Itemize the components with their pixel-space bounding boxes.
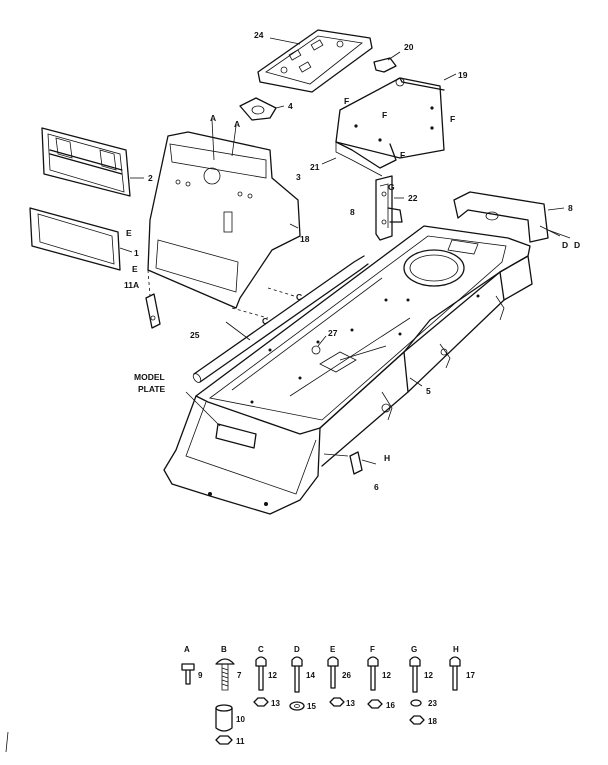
callout-25: 25 [190,330,200,340]
hw-part-b: 7 [237,671,242,680]
callout-f2: F [382,110,387,120]
callout-f3: F [450,114,455,124]
part-8-right-bracket [453,191,571,243]
callout-f4: F [400,150,405,160]
callout-c2: C [262,316,268,326]
callout-labels: 24 20 19 4 F F F F 21 G 22 8 8 D D A A 2… [124,30,580,492]
callout-e1: E [126,228,132,238]
callout-a1: A [210,113,216,123]
hw-15: 15 [307,702,316,711]
hw-letter-h: H [453,645,459,654]
callout-a2: A [234,119,240,129]
hw-23: 23 [428,699,437,708]
callout-3: 3 [296,172,301,182]
hw-part-g: 12 [424,671,433,680]
callout-8-right: 8 [568,203,573,213]
hw-18: 18 [428,717,437,726]
callout-f1: F [344,96,349,106]
callout-19: 19 [458,70,468,80]
bolt-e [327,656,339,689]
part-2-bezel [41,127,144,197]
callout-6: 6 [374,482,379,492]
callout-11a: 11A [124,280,139,290]
callout-1: 1 [134,248,139,258]
callout-g: G [388,182,395,192]
callout-20: 20 [404,42,414,52]
part-20-clip [373,51,401,73]
nut-18 [409,715,425,725]
nut-13b [329,697,345,707]
hw-letter-d: D [294,645,300,654]
part-24-tray [257,29,373,93]
callout-21: 21 [310,162,320,172]
hw-13a: 13 [271,699,280,708]
callout-e2: E [132,264,138,274]
hw-10: 10 [236,715,245,724]
hw-letter-g: G [411,645,417,654]
hw-letter-e: E [330,645,336,654]
bolt-h [449,656,461,691]
callout-18: 18 [300,234,310,244]
model-plate-label-1: MODEL [134,372,165,382]
hw-part-d: 14 [306,671,315,680]
spacer-10 [215,707,233,732]
callout-22: 22 [408,193,418,203]
hw-letter-b: B [221,645,227,654]
hw-letter-f: F [370,645,375,654]
part-4-plate [239,97,285,121]
model-plate-label-2: PLATE [138,384,166,394]
callout-c1: C [296,292,302,302]
bolt-d [291,656,303,693]
nut-11 [215,735,233,745]
bolt-c [255,656,267,691]
callout-8-left: 8 [350,207,355,217]
part-22-upright [375,175,404,241]
hw-11: 11 [236,737,245,746]
nut-16 [367,699,383,709]
hw-13b: 13 [346,699,355,708]
callout-27: 27 [328,328,338,338]
callout-5: 5 [426,386,431,396]
hw-part-f: 12 [382,671,391,680]
callout-2: 2 [148,173,153,183]
bolt-b [215,658,235,665]
hw-part-e: 26 [342,671,351,680]
callout-4: 4 [288,101,293,111]
hw-letter-c: C [258,645,264,654]
callout-d1: D [562,240,568,250]
washer-23 [410,699,422,707]
washer-15 [289,701,305,711]
part-11a-clip [145,293,161,329]
part-19-bracket [335,73,457,159]
hw-part-h: 17 [466,671,475,680]
hw-16: 16 [386,701,395,710]
part-3-dash [147,119,301,319]
hw-part-c: 12 [268,671,277,680]
bolt-a [181,663,195,685]
hw-letter-a: A [184,645,190,654]
main-frame [163,225,533,515]
part-25-rod [192,255,369,383]
hardware-legend: A B C D E F G H 9 7 12 14 26 12 12 17 [181,645,475,746]
bolt-f [367,656,379,691]
part-1-lens-frame [29,207,133,271]
callout-h: H [384,453,390,463]
callout-24: 24 [254,30,264,40]
hw-part-a: 9 [198,671,203,680]
part-21-support [321,141,397,177]
bolt-g [409,656,421,693]
nut-13a [253,697,269,707]
callout-d2: D [574,240,580,250]
